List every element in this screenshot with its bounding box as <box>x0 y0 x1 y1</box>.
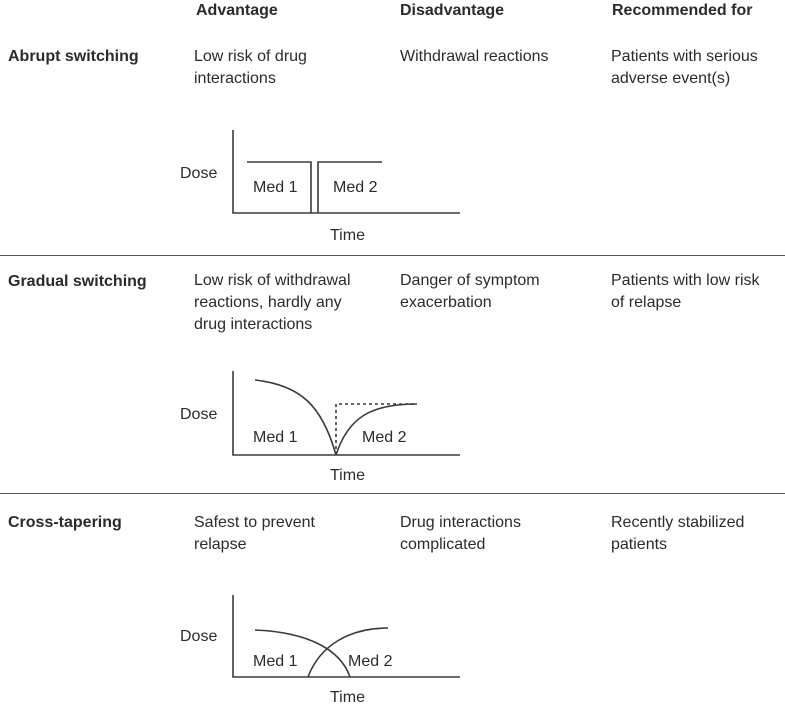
cross-dose-label: Dose <box>180 628 217 645</box>
abrupt-disadvantage-line: Withdrawal reactions <box>400 48 549 65</box>
cross-advantage: Safest to prevent relapse <box>194 512 315 556</box>
cross-med2-label: Med 2 <box>348 653 393 670</box>
cross-med1-label: Med 1 <box>253 653 298 670</box>
gradual-recommended-line: of relapse <box>611 294 682 311</box>
cross-disadvantage: Drug interactions complicated <box>400 512 521 556</box>
abrupt-disadvantage: Withdrawal reactions <box>400 46 549 68</box>
header-disadvantage: Disadvantage <box>400 2 505 19</box>
gradual-advantage: Low risk of withdrawal reactions, hardly… <box>194 270 351 336</box>
gradual-dose-label: Dose <box>180 406 217 423</box>
cross-recommended-for: Recently stabilized patients <box>611 512 744 556</box>
abrupt-med1-label: Med 1 <box>253 179 298 196</box>
abrupt-med2-line <box>317 161 382 213</box>
cross-advantage-line: relapse <box>194 536 247 553</box>
abrupt-advantage: Low risk of drug interactions <box>194 46 307 90</box>
gradual-time-label: Time <box>330 467 365 484</box>
header-advantage: Advantage <box>196 2 278 19</box>
gradual-med2-label: Med 2 <box>362 429 407 446</box>
gradual-dotted-target <box>335 403 417 455</box>
gradual-advantage-line: Low risk of withdrawal <box>194 272 351 289</box>
row-divider <box>0 493 785 494</box>
abrupt-med1-line <box>247 161 312 213</box>
cross-med1-curve <box>254 629 351 678</box>
cross-med2-curve <box>307 627 389 678</box>
gradual-advantage-line: drug interactions <box>194 316 313 333</box>
abrupt-advantage-line: Low risk of drug <box>194 48 307 65</box>
cross-recommended-line: patients <box>611 536 668 553</box>
abrupt-recommended-for: Patients with serious adverse event(s) <box>611 46 758 90</box>
gradual-disadvantage-line: Danger of symptom <box>400 272 540 289</box>
gradual-med1-label: Med 1 <box>253 429 298 446</box>
abrupt-recommended-line: adverse event(s) <box>611 70 731 87</box>
cross-disadvantage-line: Drug interactions <box>400 514 521 531</box>
header-recommended-for: Recommended for <box>612 2 753 19</box>
gradual-med2-curve <box>335 403 418 456</box>
cross-recommended-line: Recently stabilized <box>611 514 745 531</box>
cross-disadvantage-line: complicated <box>400 536 486 553</box>
abrupt-recommended-line: Patients with serious <box>611 48 758 65</box>
abrupt-time-label: Time <box>330 227 365 244</box>
cross-axes <box>232 595 460 678</box>
gradual-recommended-line: Patients with low risk <box>611 272 760 289</box>
gradual-recommended-for: Patients with low risk of relapse <box>611 270 760 314</box>
cross-advantage-line: Safest to prevent <box>194 514 315 531</box>
abrupt-advantage-line: interactions <box>194 70 276 87</box>
gradual-med1-curve <box>254 379 337 456</box>
row-label-abrupt-switching: Abrupt switching <box>8 48 139 65</box>
cross-time-label: Time <box>330 689 365 706</box>
abrupt-axes <box>232 130 460 214</box>
gradual-advantage-line: reactions, hardly any <box>194 294 342 311</box>
gradual-axes <box>232 371 460 456</box>
abrupt-med2-label: Med 2 <box>333 179 378 196</box>
row-divider <box>0 255 785 256</box>
row-label-cross-tapering: Cross-tapering <box>8 514 122 531</box>
gradual-disadvantage-line: exacerbation <box>400 294 492 311</box>
gradual-disadvantage: Danger of symptom exacerbation <box>400 270 540 314</box>
abrupt-dose-label: Dose <box>180 165 217 182</box>
row-label-gradual-switching: Gradual switching <box>8 273 147 290</box>
